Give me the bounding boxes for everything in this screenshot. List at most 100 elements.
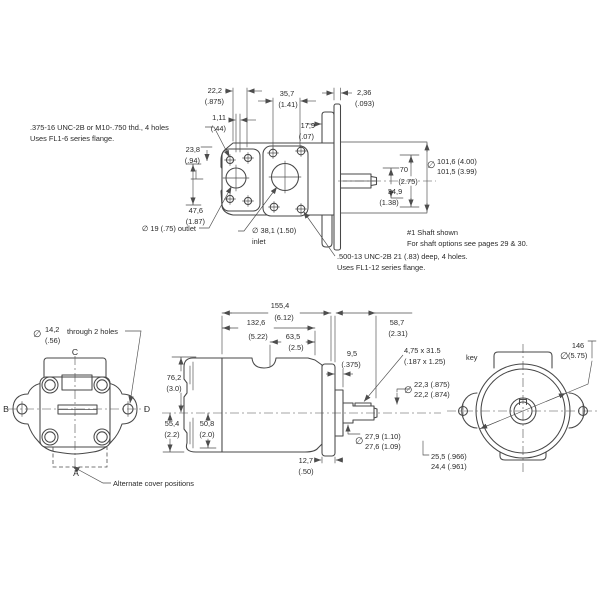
position-d-label: D (144, 404, 150, 414)
cover-bolt-bosses (41, 376, 111, 446)
dim-146-mm: 146 (572, 341, 584, 350)
key-leader (363, 354, 404, 402)
dim-23-8-in: (.94) (185, 156, 200, 165)
dia-arrow (480, 420, 501, 430)
side-view-pilot-boss (334, 389, 344, 437)
shaft-dia-22-symbol: ∅ (404, 385, 412, 396)
face-view-ear-right (568, 392, 585, 429)
dim-76-2-in: (3.0) (166, 384, 181, 393)
shaft-note-line2: For shaft options see pages 29 & 30. (407, 239, 528, 248)
pilot-dia-line1: 101,6 (4.00) (437, 157, 477, 166)
dim-12-7-mm: 12,7 (299, 456, 313, 465)
dim-55-4-mm: 55,4 (165, 419, 179, 428)
top-view-mount-flange-plate (333, 103, 342, 251)
thread-note-leader (205, 126, 230, 158)
dim-2-36-in: (.093) (355, 99, 374, 108)
dim-9-5-mm: 9,5 (347, 349, 357, 358)
dim-146-in: (5.75) (568, 351, 587, 360)
dim-155-4-in: (6.12) (274, 313, 293, 322)
dim-55-4-in: (2.2) (164, 430, 179, 439)
inlet-flange-face (262, 145, 309, 217)
top-view-shaft (339, 173, 378, 189)
dim-25-5: 25,5 (.966) (431, 452, 467, 461)
alt-positions-leader (72, 466, 111, 484)
dim-47-6-in: (1.87) (186, 217, 205, 226)
flange12-note-line1: .500-13 UNC-2B 21 (.83) deep, 4 holes. (337, 252, 468, 261)
shaft-dia-27-symbol: ∅ (355, 436, 363, 447)
cover-hole-dia-symbol: ∅ (33, 329, 41, 340)
dim-34-9-in: (1.38) (379, 198, 398, 207)
pilot-dia-symbol: ∅ (427, 160, 435, 171)
cover-hole-note: through 2 holes (67, 327, 118, 336)
face-view-ear-left (461, 392, 478, 429)
dim-70-mm: 70 (400, 165, 408, 174)
pilot-dia-line2: 101,5 (3.99) (437, 167, 477, 176)
dim-17-9-in: (.07) (299, 132, 314, 141)
shaft-dia-27-line1: 27,9 (1.10) (365, 432, 401, 441)
dim-23-8-mm: 23,8 (186, 145, 200, 154)
side-view-body (221, 357, 323, 453)
dim-70-in: (2.75) (398, 177, 417, 186)
shaft-dia-22-line2: 22,2 (.874) (414, 390, 450, 399)
shaft-note-line1: #1 Shaft shown (407, 228, 458, 237)
dim-58-7-mm: 58,7 (390, 318, 404, 327)
shaft-dia-27-line2: 27,6 (1.09) (365, 442, 401, 451)
dia-146-symbol: ∅ (560, 351, 568, 362)
position-b-label: B (3, 404, 9, 414)
dia-arrow (545, 392, 566, 402)
dim-58-7-in: (2.31) (388, 329, 407, 338)
dim-12-7-in: (.50) (298, 467, 313, 476)
key-word: key (466, 353, 478, 362)
dim-24-4: 24,4 (.961) (431, 462, 467, 471)
dim-35-7-mm: 35,7 (280, 89, 294, 98)
dim-1-11-in: (.44) (211, 124, 226, 133)
face-view: 146 ∅ (5.75) (447, 340, 599, 472)
position-a-label: A (73, 468, 79, 478)
dim-9-5-in: (.375) (341, 360, 360, 369)
thread-note-line1: .375-16 UNC-2B or M10-.750 thd., 4 holes (30, 123, 169, 132)
inlet-label-word: inlet (252, 237, 266, 246)
shaft-dia-22-line1: 22,3 (.875) (414, 380, 450, 389)
dim-132-6-mm: 132,6 (247, 318, 266, 327)
thread-note-line2: Uses FL1-6 series flange. (30, 134, 114, 143)
dim-22-2-in: (.875) (205, 97, 224, 106)
key-dim-mm: 4,75 x 31.5 (404, 346, 441, 355)
dim-17-9-mm: 17,9 (301, 121, 315, 130)
cover-hole-dia-in: (.56) (45, 336, 60, 345)
dim-63-5-mm: 63,5 (286, 332, 300, 341)
cover-view: ∅ 14,2 (.56) through 2 holes C B D A Alt… (3, 325, 194, 488)
key-dim-in: (.187 x 1.25) (404, 357, 446, 366)
bolt-hole-center-ticks (222, 145, 307, 215)
face-view-centerlines (447, 344, 599, 472)
position-c-label: C (72, 347, 78, 357)
dim-1-11-mm: 1,11 (212, 113, 226, 122)
alternate-position-dashed-outline (52, 447, 108, 468)
top-view: .375-16 UNC-2B or M10-.750 thd., 4 holes… (30, 86, 528, 272)
outlet-label: ∅ 19 (.75) outlet (142, 224, 196, 233)
dim-22-2-mm: 22,2 (208, 86, 222, 95)
dim-132-6-in: (5.22) (248, 332, 267, 341)
dim-155-4-mm: 155,4 (271, 301, 290, 310)
dim-34-9-mm: 34,9 (388, 187, 402, 196)
side-view: 155,4 (6.12) 132,6 (5.22) 63,5 (2.5) 58,… (162, 301, 478, 476)
cover-hole-dia-mm: 14,2 (45, 325, 59, 334)
top-view-foot (321, 214, 333, 248)
dim-47-6-mm: 47,6 (189, 206, 203, 215)
side-view-mount-flange (321, 363, 336, 457)
dim-76-2-mm: 76,2 (167, 373, 181, 382)
inlet-leader (238, 186, 278, 232)
side-view-cover (183, 357, 223, 453)
inlet-label-dia: ∅ 38,1 (1.50) (252, 226, 296, 235)
side-view-cover-ribs (189, 361, 194, 449)
cover-top-slot (61, 374, 93, 391)
dim-63-5-in: (2.5) (288, 343, 303, 352)
cover-centerlines (8, 356, 146, 472)
outlet-leader (199, 186, 232, 229)
face-view-dia-line (479, 340, 597, 430)
pilot-dia-extension-lines (340, 141, 428, 214)
dim-50-8-mm: 50,8 (200, 419, 214, 428)
top-view-extension-lines (185, 87, 420, 208)
dim-35-7-in: (1.41) (278, 100, 297, 109)
